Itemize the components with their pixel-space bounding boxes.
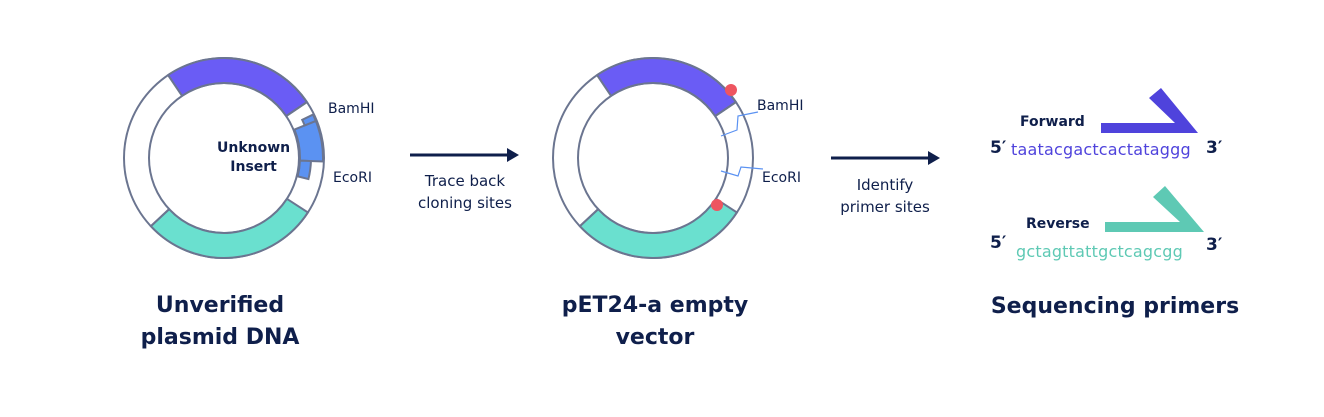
plasmid1-divider	[285, 101, 308, 117]
plasmid2-purple-segment	[595, 57, 738, 118]
forward-5prime: 5′	[990, 138, 1007, 158]
insert-line1: Unknown	[217, 140, 291, 156]
reverse-primer-arrow	[1105, 186, 1204, 232]
title-line2: plasmid DNA	[140, 325, 300, 350]
arrow1-caption: Trace back cloning sites	[395, 170, 535, 214]
step1-title: Unverified plasmid DNA	[120, 290, 320, 354]
step3-title: Sequencing primers	[990, 294, 1240, 319]
reverse-label: Reverse	[1026, 216, 1090, 232]
plasmid2-divider	[579, 208, 599, 227]
arrow1-head	[507, 148, 519, 162]
bamhi-label-2: BamHI	[757, 98, 804, 114]
caption-line1: Trace back	[424, 172, 506, 190]
insert-line2: Insert	[230, 159, 277, 175]
ecori-label-2: EcoRI	[762, 170, 801, 186]
bamhi-label-1: BamHI	[328, 101, 375, 117]
caption-line2: cloning sites	[418, 194, 512, 212]
step2-title: pET24-a empty vector	[550, 290, 760, 354]
plasmid1-purple-segment	[166, 57, 309, 118]
ecori-cut-line	[720, 166, 764, 177]
arrow2-caption: Identify primer sites	[820, 174, 950, 218]
title-line2: vector	[615, 325, 695, 350]
forward-primer-arrow	[1101, 88, 1198, 133]
plasmid2-divider	[714, 101, 737, 117]
caption-line2: primer sites	[840, 198, 930, 216]
title-line1: pET24-a empty	[561, 293, 749, 318]
title-line1: Unverified	[155, 293, 285, 318]
forward-3prime: 3′	[1206, 138, 1223, 158]
insert-overhang	[296, 159, 312, 181]
ecori-label-1: EcoRI	[333, 170, 372, 186]
caption-line1: Identify	[856, 176, 914, 194]
bamhi-cut-line	[720, 111, 759, 137]
primer-site-dot	[725, 84, 737, 96]
insert-overhang	[300, 113, 318, 127]
forward-sequence: taatacgactcactataggg	[1011, 140, 1191, 159]
reverse-3prime: 3′	[1206, 235, 1223, 255]
plasmid1-divider	[150, 208, 170, 227]
reverse-sequence: gctagttattgctcagcgg	[1016, 242, 1183, 261]
arrow2-head	[928, 151, 940, 165]
reverse-5prime: 5′	[990, 233, 1007, 253]
forward-label: Forward	[1020, 114, 1085, 130]
primer-site-dot	[711, 199, 723, 211]
